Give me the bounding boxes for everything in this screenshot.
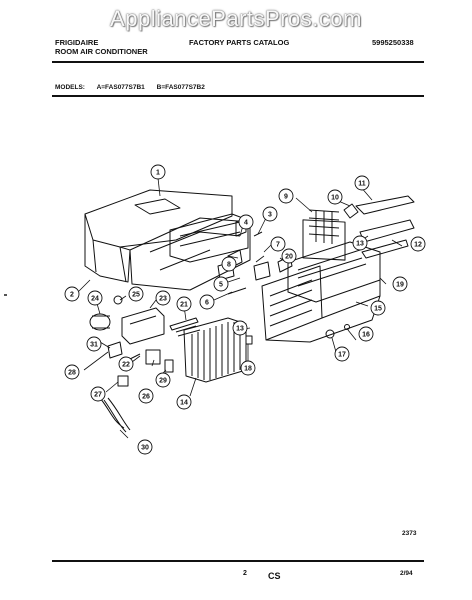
callout-30: 30 — [141, 445, 149, 452]
callout-7: 7 — [276, 242, 280, 249]
callout-26: 26 — [142, 394, 150, 401]
callout-10: 10 — [331, 195, 339, 202]
callout-28: 28 — [68, 370, 76, 377]
revision-date: 2/94 — [400, 570, 413, 577]
models-label: MODELS: — [55, 84, 85, 91]
callout-5: 5 — [219, 282, 223, 289]
callout-13-top: 13 — [356, 241, 364, 248]
callout-27: 27 — [94, 392, 102, 399]
callout-24: 24 — [91, 296, 99, 303]
callout-17: 17 — [338, 352, 346, 359]
margin-mark — [4, 294, 7, 296]
models-rule — [52, 95, 424, 97]
diagram-code: 2373 — [402, 530, 417, 537]
callout-31: 31 — [90, 342, 98, 349]
callout-23: 23 — [159, 296, 167, 303]
callout-8: 8 — [227, 262, 231, 269]
callout-15: 15 — [374, 306, 382, 313]
callout-3: 3 — [268, 212, 272, 219]
power-cord — [99, 397, 131, 433]
product-type: ROOM AIR CONDITIONER — [55, 47, 148, 56]
catalog-number: 5995250338 — [372, 38, 414, 47]
header-rule — [52, 61, 424, 63]
brand-name: FRIGIDAIRE — [55, 38, 99, 47]
callout-6: 6 — [205, 300, 209, 307]
callout-1: 1 — [156, 170, 160, 177]
footer-rule — [52, 560, 424, 562]
callout-4: 4 — [244, 220, 248, 227]
callout-14: 14 — [180, 400, 188, 407]
brand-block: FRIGIDAIRE ROOM AIR CONDITIONER — [55, 38, 148, 56]
callout-12: 12 — [414, 242, 422, 249]
callout-22: 22 — [122, 362, 130, 369]
model-b: B=FAS077S7B2 — [156, 84, 205, 91]
cabinet-wrapper — [84, 189, 233, 248]
watermark: AppliancePartsPros.com — [110, 6, 362, 31]
base-pan — [129, 217, 251, 291]
callout-11: 11 — [358, 181, 366, 188]
callout-9: 9 — [284, 194, 288, 201]
callout-19: 19 — [396, 282, 404, 289]
models-line: MODELS: A=FAS077S7B1 B=FAS077S7B2 — [55, 84, 215, 91]
callout-13-bottom: 13 — [236, 326, 244, 333]
callout-21: 21 — [180, 302, 188, 309]
callout-29: 29 — [159, 378, 167, 385]
section-code: CS — [268, 571, 281, 581]
page-number: 2 — [243, 570, 247, 577]
catalog-title: FACTORY PARTS CATALOG — [189, 38, 290, 47]
callout-2: 2 — [70, 292, 74, 299]
model-a: A=FAS077S7B1 — [96, 84, 145, 91]
control-box — [121, 307, 165, 345]
callout-25: 25 — [132, 292, 140, 299]
callout-20: 20 — [285, 254, 293, 261]
callout-18: 18 — [244, 366, 252, 373]
callout-16: 16 — [362, 332, 370, 339]
